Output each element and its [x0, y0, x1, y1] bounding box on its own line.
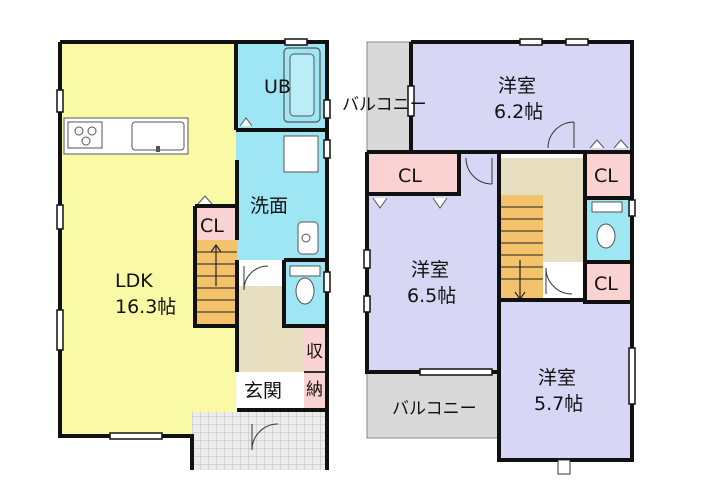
closet-2f-right-bottom [585, 262, 632, 302]
ldk-area: 16.3帖 [115, 296, 176, 318]
room-top-area: 6.2帖 [494, 101, 543, 123]
floor-2: バルコニー 洋室 6.2帖 CL CL CL 洋室 6.5帖 バルコニー 洋室 … [342, 38, 636, 475]
room-bottom [499, 300, 632, 460]
room-bottom-area: 5.7帖 [534, 393, 583, 415]
closet-1f-label: CL [200, 215, 224, 237]
closet-1f [195, 206, 237, 240]
room-top-name: 洋室 [498, 75, 536, 97]
hall-1f [237, 286, 284, 372]
toilet-icon-2f [596, 223, 616, 249]
entrance-label: 玄関 [244, 380, 282, 402]
toilet-icon [295, 277, 315, 305]
closet-right-top-label: CL [594, 165, 618, 187]
porch [192, 412, 326, 470]
storage [304, 326, 327, 410]
storage-label-bottom: 納 [306, 380, 323, 400]
closet-right-bottom-label: CL [594, 273, 618, 295]
room-mid-area: 6.5帖 [407, 285, 456, 307]
balcony-bottom [366, 371, 500, 439]
balcony-bottom-label: バルコニー [392, 399, 477, 419]
ldk-label: LDK [115, 270, 153, 292]
room-bottom-name: 洋室 [538, 367, 576, 389]
closet-2f-mid [367, 152, 459, 194]
closet-2f-right-top [585, 152, 632, 198]
storage-label-top: 収 [306, 342, 323, 362]
room-mid-name: 洋室 [411, 259, 449, 281]
ub-label: UB [264, 76, 291, 98]
washroom-label: 洗面 [250, 195, 288, 217]
balcony-top-label: バルコニー [342, 95, 427, 115]
entrance [237, 372, 304, 410]
stairs-2f [499, 195, 543, 300]
kitchen-counter [63, 117, 189, 155]
closet-2f-mid-label: CL [398, 165, 422, 187]
room-top [411, 42, 632, 152]
floor-1: UB 洗面 CL LDK 16.3帖 玄関 収 納 [56, 38, 331, 470]
wash-basin [297, 221, 319, 255]
balcony-top [366, 41, 412, 153]
